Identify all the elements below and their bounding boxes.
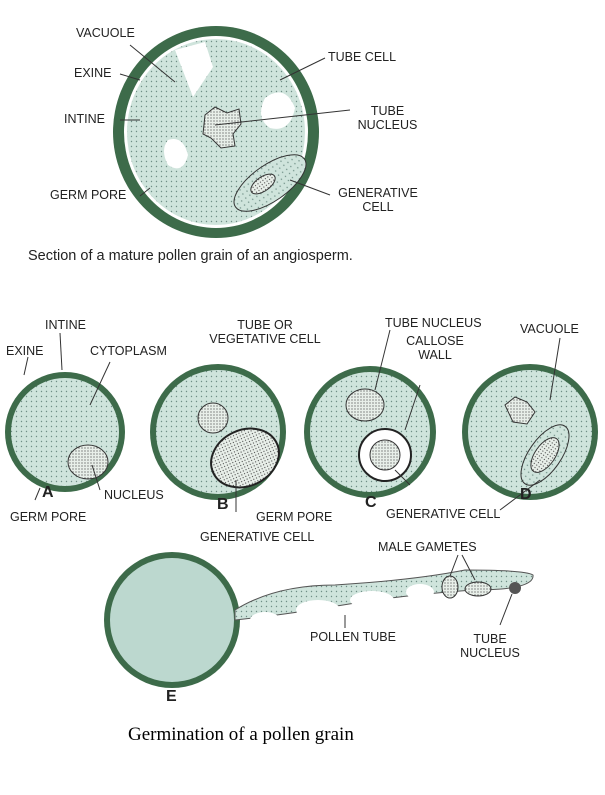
- label-generative-cell-line2: CELL: [362, 200, 394, 214]
- label-pollen-tube: POLLEN TUBE: [310, 630, 396, 644]
- label-generative-cell-cd: GENERATIVE CELL: [386, 507, 501, 521]
- fig2-leader-lines: [23, 329, 561, 628]
- label-male-gametes: MALE GAMETES: [378, 540, 477, 554]
- label-callose-wall: CALLOSE WALL: [400, 334, 470, 362]
- label-tube-cell: TUBE CELL: [328, 50, 397, 64]
- label-tube-nucleus-line1: TUBE: [370, 104, 405, 118]
- stage-label-b: B: [217, 496, 229, 513]
- figure2-caption: Germination of a pollen grain: [128, 724, 354, 745]
- label-nucleus: NUCLEUS: [104, 488, 164, 502]
- stage-e-germinating-grain: [104, 552, 534, 688]
- label-tube-or-line1: TUBE OR: [237, 318, 293, 332]
- stage-d-grain: [462, 364, 598, 500]
- label-exine: EXINE: [74, 66, 112, 80]
- stage-label-d: D: [520, 486, 532, 503]
- stage-label-e: E: [166, 688, 177, 705]
- stage-label-c: C: [365, 494, 377, 511]
- figure1-caption: Section of a mature pollen grain of an a…: [28, 248, 353, 264]
- label-tube-nucleus-e: TUBE NUCLEUS: [450, 632, 530, 660]
- label-exine-a: EXINE: [6, 344, 44, 358]
- label-generative-cell-line1: GENERATIVE: [338, 186, 418, 200]
- label-callose-line2: WALL: [418, 348, 452, 362]
- stage-c-grain: [304, 366, 436, 498]
- label-germ-pore-c: GERM PORE: [256, 510, 333, 524]
- label-vacuole: VACUOLE: [76, 26, 135, 40]
- label-tube-nucleus: TUBE NUCLEUS: [350, 104, 425, 132]
- label-germ-pore: GERM PORE: [50, 188, 127, 202]
- fig1-leader-lines: [119, 44, 351, 197]
- label-tube-or-line2: VEGETATIVE CELL: [209, 332, 321, 346]
- label-germ-pore-a: GERM PORE: [10, 510, 87, 524]
- label-intine-a: INTINE: [45, 318, 86, 332]
- label-vacuole-d: VACUOLE: [520, 322, 579, 336]
- label-generative-cell: GENERATIVE CELL: [328, 186, 428, 214]
- label-tube-nucleus-e-line1: TUBE: [473, 632, 507, 646]
- label-tube-nucleus-c: TUBE NUCLEUS: [385, 316, 482, 330]
- label-tube-nucleus-e-line2: NUCLEUS: [460, 646, 520, 660]
- stage-b-grain: [150, 364, 286, 500]
- label-intine: INTINE: [64, 112, 105, 126]
- label-callose-line1: CALLOSE: [406, 334, 464, 348]
- label-tube-nucleus-line2: NUCLEUS: [357, 118, 418, 132]
- mature-pollen-grain: [113, 26, 319, 238]
- stage-a-grain: [5, 372, 125, 492]
- label-tube-or-vegetative-cell: TUBE OR VEGETATIVE CELL: [200, 318, 330, 346]
- label-generative-cell-b: GENERATIVE CELL: [200, 530, 315, 544]
- stage-label-a: A: [42, 484, 54, 501]
- label-cytoplasm: CYTOPLASM: [90, 344, 167, 358]
